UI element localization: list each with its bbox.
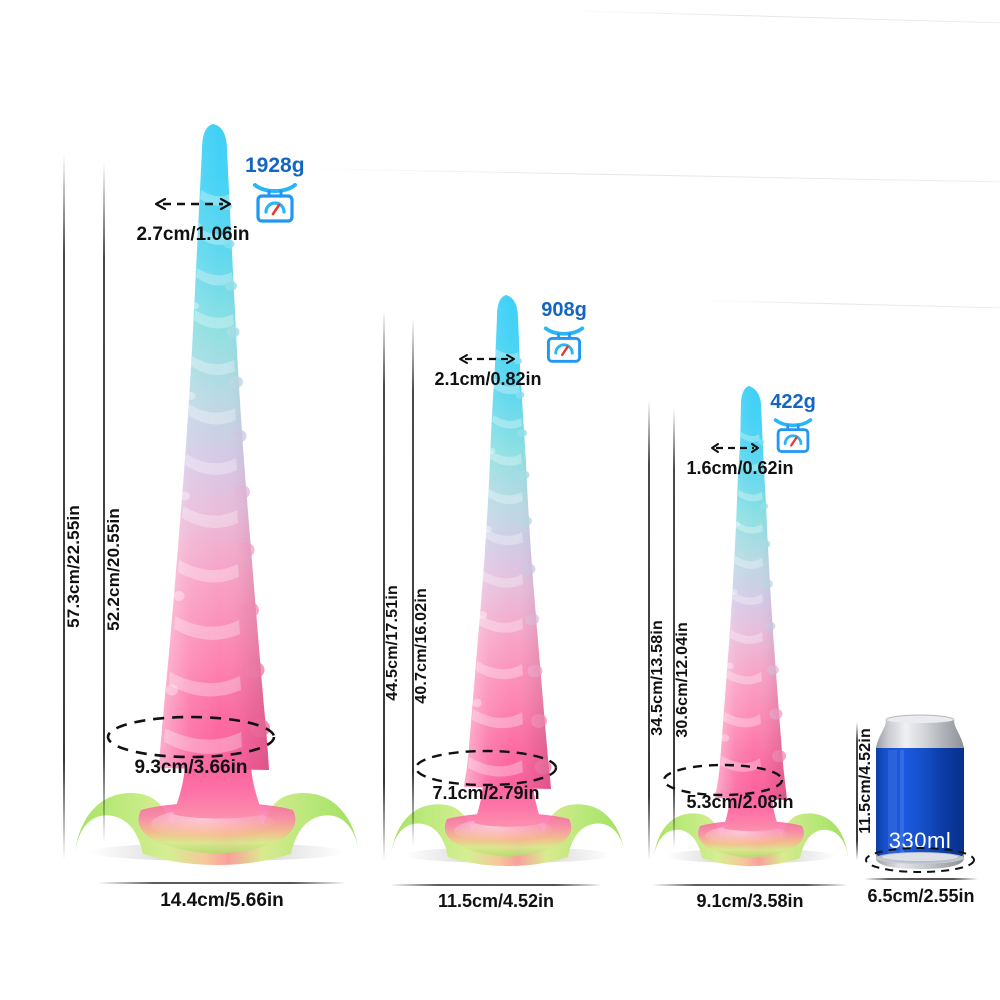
base-width-label-medium: 11.5cm/4.52in — [437, 891, 555, 911]
base-width-label-large: 14.4cm/5.66in — [160, 890, 284, 911]
product-figure-large — [55, 110, 375, 870]
girth-ellipse-small — [660, 760, 786, 800]
soda-can-width-line — [864, 878, 978, 880]
soda-can-base-ellipse — [862, 843, 978, 877]
base-neck — [173, 762, 263, 819]
weight-badge-small: 422g — [770, 392, 816, 455]
total-length-ruler-medium — [383, 310, 385, 860]
insertable-length-ruler-medium — [412, 318, 414, 846]
background-streak — [559, 10, 1000, 25]
weight-badge-large: 1928g — [245, 155, 305, 225]
soda-can-figure — [866, 712, 974, 872]
soda-can-height-label: 11.5cm/4.52in — [857, 728, 874, 834]
total-length-label-small: 34.5cm/13.58in — [649, 620, 666, 736]
weight-value-medium: 908g — [541, 299, 587, 321]
tip-width-marker-small — [710, 441, 760, 455]
scale-icon — [773, 418, 813, 453]
insertable-length-ruler-large — [103, 163, 105, 843]
total-length-ruler-large — [63, 155, 65, 860]
insertable-length-label-small: 30.6cm/12.04in — [674, 622, 691, 738]
base-width-line-small — [652, 884, 848, 886]
girth-label-large: 9.3cm/3.66in — [134, 757, 248, 778]
base-width-line-large — [98, 882, 346, 884]
insertable-length-label-medium: 40.7cm/16.02in — [413, 588, 430, 704]
girth-ellipse-medium — [412, 746, 560, 790]
base-width-line-medium — [390, 884, 602, 886]
tip-width-label-small: 1.6cm/0.62in — [686, 458, 794, 478]
weight-value-large: 1928g — [245, 154, 305, 177]
girth-label-medium: 7.1cm/2.79in — [432, 783, 540, 803]
scale-icon — [543, 326, 585, 363]
background-streak — [299, 168, 1000, 184]
total-length-label-medium: 44.5cm/17.51in — [384, 585, 401, 701]
tip-width-marker-medium — [458, 352, 516, 366]
girth-ellipse-large — [103, 712, 279, 762]
weight-value-small: 422g — [770, 391, 816, 413]
girth-label-small: 5.3cm/2.08in — [686, 792, 794, 812]
product-figure-medium — [375, 285, 641, 870]
base-width-label-small: 9.1cm/3.58in — [696, 891, 804, 911]
total-length-label-large: 57.3cm/22.55in — [64, 505, 83, 628]
base-neck — [723, 792, 779, 831]
tip-width-label-medium: 2.1cm/0.82in — [434, 369, 542, 389]
scale-icon — [252, 183, 297, 223]
total-length-ruler-small — [648, 400, 650, 860]
background-streak — [699, 300, 1000, 309]
tip-width-label-large: 2.7cm/1.06in — [136, 224, 250, 245]
soda-can-width-label: 6.5cm/2.55in — [867, 886, 975, 906]
soda-can-height-ruler — [856, 722, 858, 860]
product-figure-small — [640, 378, 862, 870]
insertable-length-ruler-small — [673, 408, 675, 848]
base-neck — [474, 780, 542, 827]
weight-badge-medium: 908g — [540, 300, 588, 365]
insertable-length-label-large: 52.2cm/20.55in — [104, 508, 123, 631]
tip-width-marker-large — [154, 196, 232, 212]
